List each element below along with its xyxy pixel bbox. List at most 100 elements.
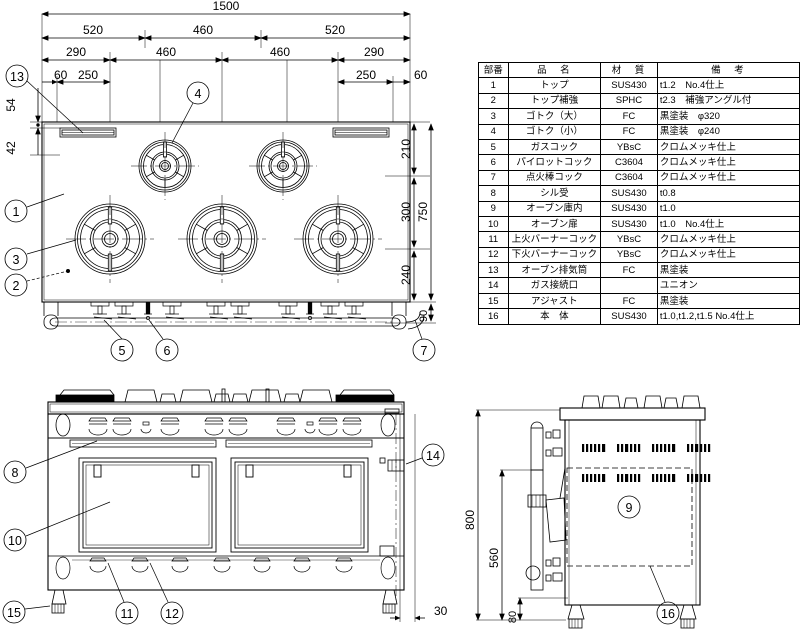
balloon-4: 4	[195, 87, 202, 101]
cell-material: FC	[600, 123, 658, 140]
cell-remark: ユニオン	[656, 277, 801, 294]
cell-material: SUS430	[600, 215, 658, 233]
balloon-3: 3	[13, 253, 20, 267]
cell-remark: t1.2 No.4仕上	[656, 77, 801, 94]
cell-part-no: 5	[478, 138, 509, 156]
cell-part-no: 14	[478, 277, 509, 294]
balloon-13: 13	[10, 70, 24, 84]
balloon-2: 2	[13, 279, 20, 293]
dim-30: 30	[434, 604, 448, 618]
cell-material: SUS430	[600, 77, 658, 94]
dim-560: 560	[487, 548, 501, 568]
cell-material: SUS430	[600, 200, 658, 217]
cell-part-name: オーブン扉	[507, 215, 602, 233]
cell-remark: クロムメッキ仕上	[656, 154, 801, 171]
cell-part-no: 16	[478, 308, 509, 325]
cell-remark: t1.0	[656, 200, 801, 217]
balloon-8: 8	[12, 466, 19, 480]
cell-material: SUS430	[600, 185, 658, 202]
balloon-5: 5	[119, 344, 126, 358]
cell-part-name: アジャスト	[507, 292, 602, 310]
dim-460-a: 460	[156, 45, 176, 59]
cell-remark: t2.3 補強アングル付	[656, 92, 801, 110]
cell-part-name: 下火バーナーコック	[507, 246, 602, 264]
header-remark: 備 考	[656, 61, 801, 79]
balloon-14: 14	[426, 449, 440, 463]
dimension-text-layer: 1500 520 460 520 290 460 460 290 60 250 …	[4, 0, 519, 623]
dim-80: 80	[507, 611, 519, 623]
cell-part-no: 12	[478, 246, 509, 264]
cell-part-name: 本 体	[507, 308, 602, 325]
dim-460-center: 460	[193, 23, 213, 37]
header-part-no: 部番	[478, 61, 509, 79]
cell-part-no: 2	[478, 92, 509, 110]
cell-material: FC	[600, 108, 658, 125]
dim-800: 800	[463, 510, 477, 530]
dim-300: 300	[399, 202, 413, 222]
balloon-text-layer: 13 4 1 3 2 5 6 7 8 10 14 15 11 12 9 16	[7, 70, 675, 621]
header-material: 材 質	[600, 61, 658, 79]
balloon-12: 12	[165, 607, 179, 621]
cell-part-name: シル受	[507, 185, 602, 202]
cell-material: FC	[600, 292, 658, 310]
cell-part-no: 8	[478, 185, 509, 202]
dim-42: 42	[4, 141, 18, 155]
cell-part-name: パイロットコック	[507, 154, 602, 171]
balloon-1: 1	[13, 205, 20, 219]
dim-54: 54	[4, 98, 18, 112]
cell-material: YBsC	[600, 246, 658, 264]
cell-material: C3604	[600, 154, 658, 171]
dim-290-right: 290	[364, 45, 384, 59]
dim-210: 210	[399, 139, 413, 159]
cell-part-name: 上火バーナーコック	[507, 231, 602, 248]
cell-part-no: 10	[478, 215, 509, 233]
cell-remark: クロムメッキ仕上	[656, 246, 801, 264]
dim-750: 750	[416, 202, 430, 222]
cell-part-name: オーブン庫内	[507, 200, 602, 217]
cell-remark: 黒塗装 φ320	[656, 108, 801, 125]
balloon-6: 6	[164, 344, 171, 358]
cell-material: YBsC	[600, 138, 658, 156]
cell-remark: t0.8	[656, 185, 801, 202]
cell-part-name: トップ補強	[507, 92, 602, 110]
balloon-15: 15	[7, 606, 21, 620]
parts-table-header-row: 部番 品 名 材 質 備 考	[478, 61, 801, 79]
cell-material: SPHC	[600, 92, 658, 110]
dim-60-left: 60	[54, 68, 68, 82]
balloon-11: 11	[121, 607, 134, 621]
cell-remark: t1.0 No.4仕上	[656, 215, 801, 233]
cell-part-no: 1	[478, 77, 509, 94]
balloon-9: 9	[626, 501, 633, 515]
cell-part-name: ゴトク（小）	[507, 123, 602, 140]
cell-part-name: ガスコック	[507, 138, 602, 156]
cell-material: SUS430	[600, 308, 658, 325]
dim-240: 240	[399, 265, 413, 285]
dim-520-left: 520	[83, 23, 103, 37]
cell-part-no: 3	[478, 108, 509, 125]
cell-part-name: ゴトク（大）	[507, 108, 602, 125]
cell-remark: クロムメッキ仕上	[656, 138, 801, 156]
cell-part-no: 11	[478, 231, 509, 248]
dim-250-left: 250	[78, 68, 98, 82]
dim-90: 90	[418, 310, 430, 322]
cell-part-no: 15	[478, 292, 509, 310]
cell-material: C3604	[600, 169, 658, 187]
header-part-name: 品 名	[507, 61, 602, 79]
